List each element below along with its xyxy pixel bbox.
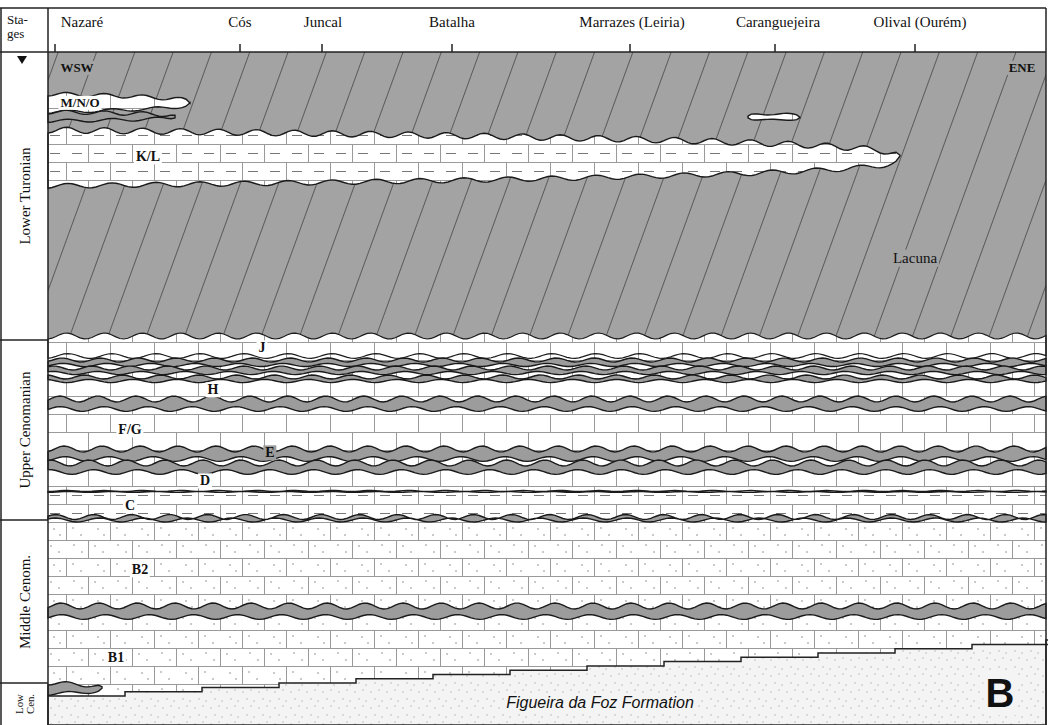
marl-band <box>48 460 1046 474</box>
locality-tick <box>54 44 56 52</box>
stage-name: Lower Turonian <box>17 147 32 244</box>
unit-label: K/L <box>134 149 162 164</box>
locality-tick <box>629 44 631 52</box>
lower-cenomanian-lens <box>48 682 102 696</box>
limestone-lens <box>748 113 800 120</box>
unit-label: H <box>206 382 221 397</box>
unit-label: D <box>198 473 212 488</box>
locality-name: Marrazes (Leiria) <box>579 14 684 31</box>
direction-label: WSW <box>58 61 95 75</box>
stage-cell: Lower Turonian <box>2 53 47 339</box>
locality-tick <box>774 44 776 52</box>
unit-label: F/G <box>116 422 143 437</box>
limestone-bed <box>48 333 1046 358</box>
marl-band <box>48 396 1046 411</box>
unit-label: M/N/O <box>59 96 102 110</box>
marl-band <box>48 515 1046 522</box>
figueira-da-foz-fill <box>48 640 1048 725</box>
marl-band <box>48 446 1046 461</box>
locality-tick <box>451 44 453 52</box>
stage-name: Middle Cenom. <box>17 554 32 648</box>
marl-band <box>48 110 175 122</box>
locality-tick <box>914 44 916 52</box>
marl-band <box>48 603 1046 619</box>
unit-label: J <box>257 340 268 355</box>
unit-label: B2 <box>130 562 150 577</box>
marl-band <box>48 366 1046 375</box>
locality-tick <box>321 44 323 52</box>
locality-name: Batalha <box>429 14 475 31</box>
limestone-fill <box>48 340 1046 492</box>
direction-triangle <box>17 56 27 64</box>
unit-label: B1 <box>106 650 126 665</box>
stage-cell: Middle Cenom. <box>2 521 47 682</box>
locality-name: Olival (Ourém) <box>874 14 967 31</box>
marl-band <box>48 375 1046 383</box>
stage-name: Upper Cenomanian <box>17 371 32 488</box>
unit-label: C <box>123 498 137 513</box>
direction-label: ENE <box>1007 61 1038 75</box>
locality-name: Caranguejeira <box>736 14 820 31</box>
locality-name: Juncal <box>304 14 342 31</box>
panel-letter: B <box>984 671 1017 715</box>
stage-cell: Low Cen. <box>2 684 47 724</box>
lacuna-label: Lacuna <box>891 250 939 267</box>
stage-name: Low Cen. <box>14 685 36 723</box>
locality-name: Cós <box>228 14 251 31</box>
stage-cell: Upper Cenomanian <box>2 341 47 519</box>
unit-label: E <box>263 445 276 460</box>
locality-tick <box>239 44 241 52</box>
column-header: Sta-ges <box>7 13 37 42</box>
marl-band <box>48 358 1046 367</box>
lacuna-hatch <box>48 52 1046 344</box>
locality-name: Nazaré <box>61 14 103 31</box>
marly-limestone-tongue <box>48 127 900 188</box>
bed-contact <box>48 491 1046 493</box>
formation-label: Figueira da Foz Formation <box>504 694 696 712</box>
